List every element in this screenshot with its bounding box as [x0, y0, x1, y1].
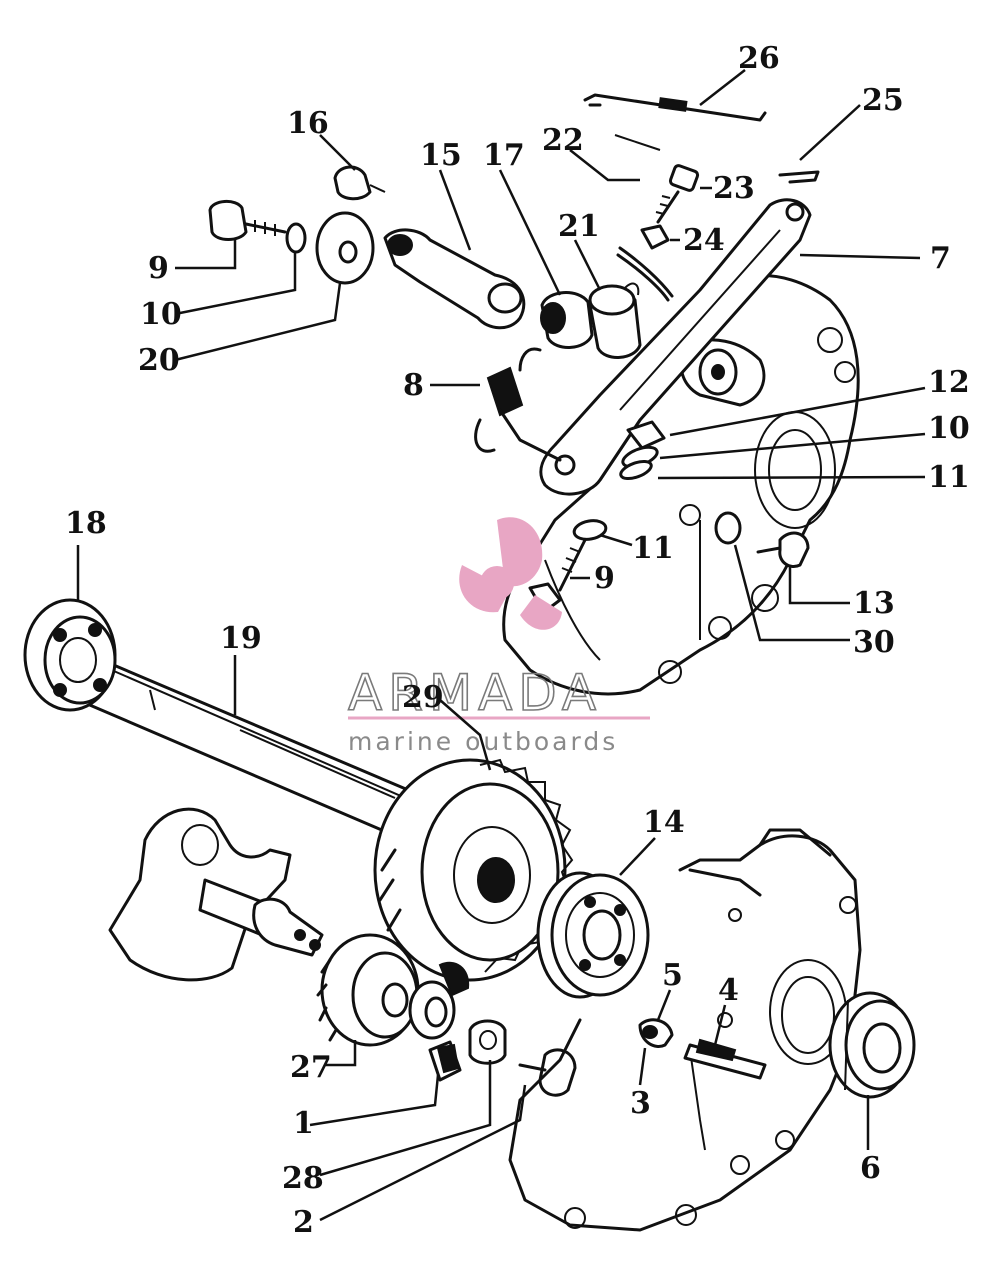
callout-11-right: 11 [928, 460, 970, 495]
callout-16: 16 [287, 106, 329, 141]
lower-left-housing [108, 807, 324, 982]
callout-26: 26 [738, 41, 780, 76]
callout-10-right: 10 [928, 411, 970, 446]
callout-21: 21 [558, 209, 600, 244]
callout-8: 8 [403, 368, 424, 403]
callout-15: 15 [420, 138, 462, 173]
propeller-logo-icon [459, 517, 562, 630]
large-gear [373, 758, 574, 982]
brand-name: ARMADA [348, 664, 602, 722]
callout-9-top: 9 [148, 251, 169, 286]
callout-24: 24 [683, 223, 725, 258]
callout-11-lower: 11 [632, 531, 674, 566]
lower-right-housing [508, 828, 862, 1232]
callout-2: 2 [293, 1205, 314, 1240]
callout-10-top: 10 [140, 297, 182, 332]
callout-5: 5 [662, 958, 683, 993]
callout-27: 27 [290, 1050, 332, 1085]
callout-13: 13 [853, 586, 895, 621]
callout-6: 6 [860, 1151, 881, 1186]
small-gear [316, 933, 420, 1047]
callout-1: 1 [293, 1106, 314, 1141]
callout-12: 12 [928, 365, 970, 400]
callout-9-lower: 9 [594, 561, 615, 596]
armada-logo: ARMADA marine outboards [347, 517, 650, 756]
lower-hardware [408, 961, 577, 1097]
upper-gear-housing [502, 273, 860, 696]
callout-19: 19 [220, 621, 262, 656]
callout-17: 17 [483, 138, 525, 173]
upper-hardware [208, 164, 810, 614]
callout-30: 30 [853, 625, 895, 660]
callout-7: 7 [930, 241, 951, 276]
callout-23: 23 [713, 171, 755, 206]
callout-20: 20 [138, 343, 180, 378]
callout-4: 4 [718, 973, 739, 1008]
drive-shaft [23, 598, 422, 842]
callout-25: 25 [862, 83, 904, 118]
leader-lines [76, 69, 926, 1222]
bearing-6 [828, 991, 916, 1099]
lever-assembly [539, 93, 820, 496]
callout-22: 22 [542, 123, 584, 158]
callout-3: 3 [630, 1086, 651, 1121]
bearing-14 [536, 871, 650, 999]
callout-14: 14 [643, 805, 685, 840]
callout-18: 18 [65, 506, 107, 541]
callout-28: 28 [282, 1161, 324, 1196]
callout-29: 29 [402, 680, 444, 715]
callout-labels: 26 25 16 15 17 22 23 21 24 7 9 10 20 8 1… [65, 41, 970, 1240]
